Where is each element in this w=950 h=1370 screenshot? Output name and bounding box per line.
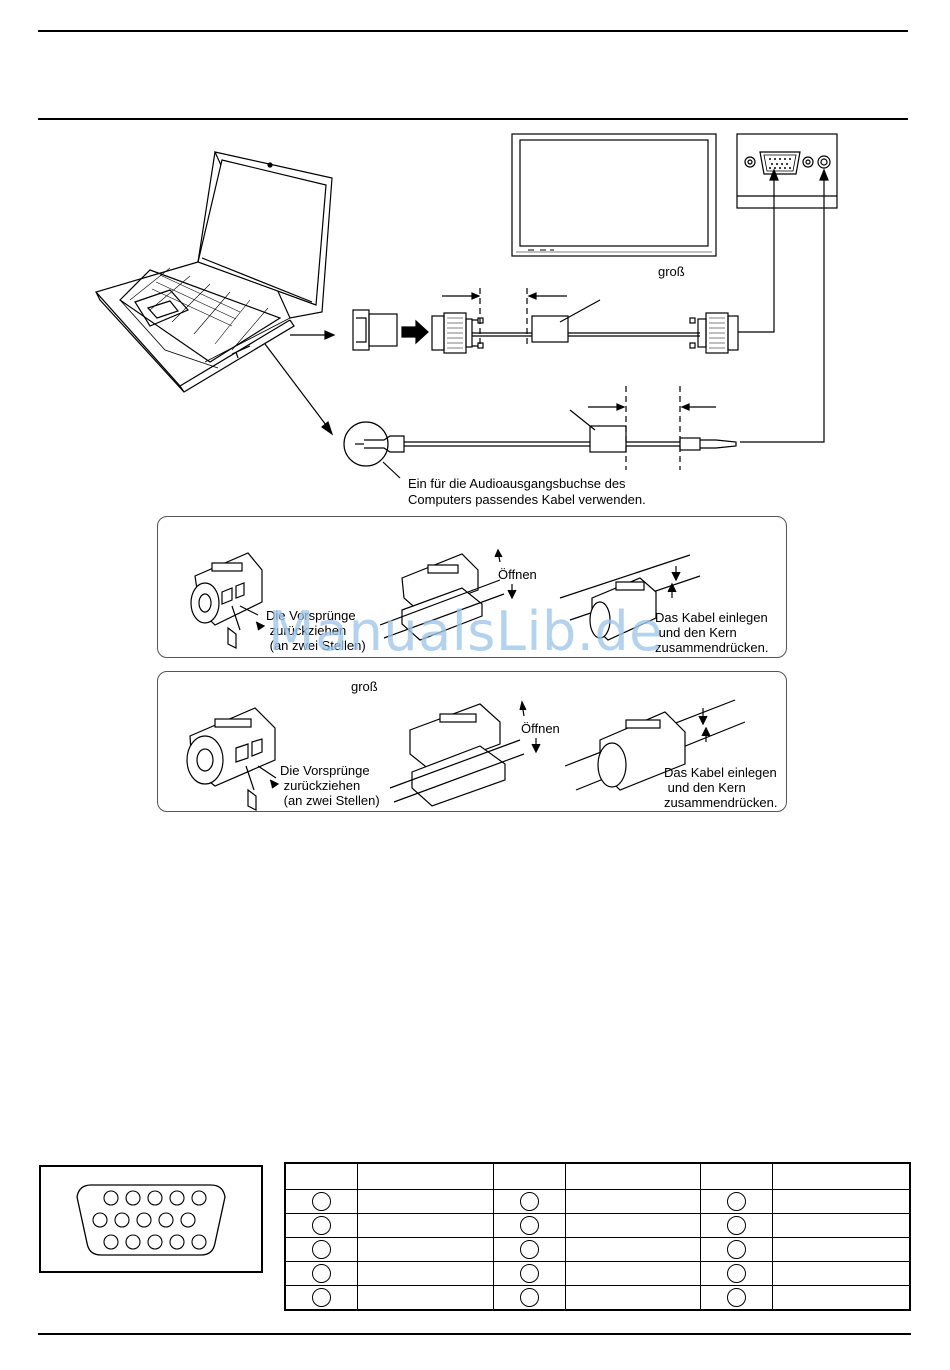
header-cell (356, 1162, 494, 1190)
table-row (284, 1285, 911, 1311)
table-row (284, 1213, 911, 1238)
table-row (284, 1237, 911, 1262)
pin-number-circle (311, 1288, 331, 1307)
watermark-text: ManualsLib.de (268, 600, 663, 663)
terminal-panel (736, 133, 838, 209)
pin-number-circle (726, 1192, 746, 1211)
vga-adapter (352, 309, 398, 351)
dsub-connector-box (39, 1165, 263, 1273)
audio-cable (343, 386, 737, 479)
bottom-rule (38, 1333, 911, 1335)
dsub-pin-layout (76, 1184, 226, 1256)
pin-number-circle (519, 1240, 539, 1259)
display-illustration (511, 133, 717, 257)
open-label-large: Öffnen (521, 721, 560, 736)
pin-number-circle (726, 1240, 746, 1259)
header-cell (771, 1162, 911, 1190)
pin-assignment-table (284, 1162, 911, 1311)
signal-cell (356, 1213, 494, 1238)
signal-cell (564, 1237, 701, 1262)
signal-cell (771, 1285, 911, 1311)
insert-cable-label-large: Das Kabel einlegen und den Kern zusammen… (664, 765, 778, 810)
section-rule (38, 118, 908, 120)
signal-cell (356, 1189, 494, 1214)
pin-number-circle (311, 1216, 331, 1235)
pin-number-circle (311, 1192, 331, 1211)
signal-cell (771, 1237, 911, 1262)
signal-cell (564, 1213, 701, 1238)
pin-number-circle (726, 1288, 746, 1307)
signal-cell (771, 1189, 911, 1214)
laptop-illustration (94, 151, 333, 393)
connection-diagram (94, 133, 838, 479)
table-header-row (284, 1162, 911, 1190)
pin-number-circle (311, 1264, 331, 1283)
header-cell (284, 1162, 358, 1190)
table-row (284, 1189, 911, 1214)
pin-number-circle (519, 1288, 539, 1307)
pin-number-circle (519, 1192, 539, 1211)
signal-cell (356, 1261, 494, 1286)
header-cell (492, 1162, 566, 1190)
display-size-label: groß (658, 264, 685, 279)
audio-cable-note: Ein für die Audioausgangsbuchse des Comp… (408, 476, 646, 507)
table-row (284, 1261, 911, 1286)
insert-cable-label-small: Das Kabel einlegen und den Kern zusammen… (655, 610, 769, 655)
core-size-label: groß (351, 679, 378, 694)
signal-cell (356, 1285, 494, 1311)
pin-number-circle (519, 1216, 539, 1235)
pin-number-circle (311, 1240, 331, 1259)
open-label-small: Öffnen (498, 567, 537, 582)
top-rule (38, 30, 908, 32)
vga-plug-left (431, 312, 700, 354)
pin-number-circle (726, 1264, 746, 1283)
pin-number-circle (726, 1216, 746, 1235)
vga-plug-right (689, 312, 739, 354)
signal-cell (564, 1261, 701, 1286)
pull-tabs-label-large: Die Vorsprünge zurückziehen (an zwei Ste… (280, 763, 380, 808)
header-cell (564, 1162, 701, 1190)
header-cell (699, 1162, 773, 1190)
signal-cell (771, 1213, 911, 1238)
signal-cell (564, 1189, 701, 1214)
signal-cell (356, 1237, 494, 1262)
signal-cell (564, 1285, 701, 1311)
pin-number-circle (519, 1264, 539, 1283)
pull-tabs-label-small: Die Vorsprünge zurückziehen (an zwei Ste… (266, 608, 366, 653)
signal-cell (771, 1261, 911, 1286)
